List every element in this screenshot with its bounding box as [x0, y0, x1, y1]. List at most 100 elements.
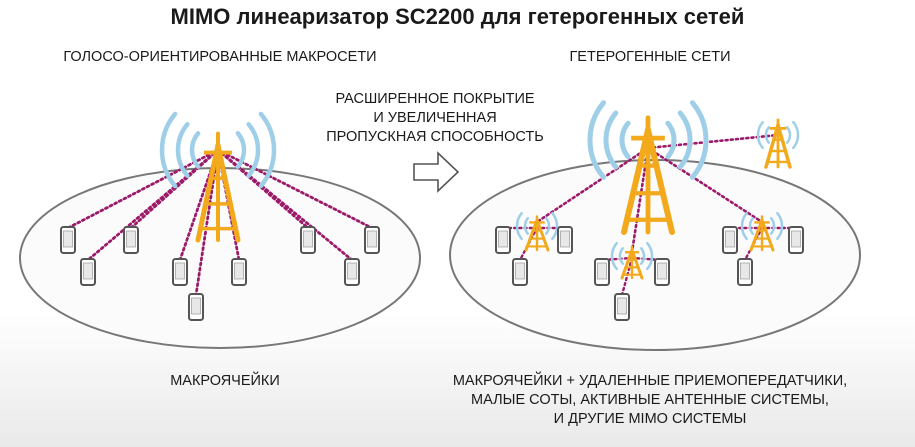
wave-arc: [189, 131, 201, 169]
phone-icon: [495, 226, 511, 254]
right-caption-line-1: МАКРОЯЧЕЙКИ + УДАЛЕННЫЕ ПРИЕМОПЕРЕДАТЧИК…: [452, 373, 848, 389]
transition-arrow-icon: [413, 151, 460, 193]
tower-leg: [195, 142, 221, 243]
wave-arc: [610, 241, 618, 271]
phone-screen: [657, 262, 667, 280]
small-cell-tower: [749, 215, 775, 252]
wave-arc: [258, 111, 277, 189]
tower-leg: [760, 218, 775, 252]
phone-screen: [617, 297, 627, 315]
phone-icon: [300, 226, 316, 254]
towers: [195, 115, 792, 280]
tower-leg: [524, 218, 539, 252]
phone-screen: [560, 230, 570, 248]
wave-arc: [175, 122, 190, 178]
tower-leg: [620, 248, 634, 280]
link-line: [216, 148, 354, 262]
wave-arc: [677, 110, 693, 170]
phone-icon: [737, 258, 753, 286]
phone-screen: [347, 262, 357, 280]
right-caption: МАКРОЯЧЕЙКИ + УДАЛЕННЫЕ ПРИЕМОПЕРЕДАТЧИК…: [410, 372, 890, 429]
tower-leg: [749, 218, 764, 252]
wave-arc: [665, 120, 677, 160]
small-cell-waves: [740, 211, 784, 241]
wave-arc: [246, 122, 261, 178]
small-cell-waves: [515, 211, 559, 241]
macro-tower-right: [621, 115, 675, 235]
macro-tower-left: [195, 131, 241, 243]
link-line: [646, 133, 780, 150]
link-line: [620, 256, 634, 297]
tower-leg: [764, 123, 780, 169]
tower-leg: [215, 142, 241, 243]
small-cell-tower: [620, 245, 644, 280]
wave-arc: [792, 120, 800, 150]
phone-icon: [594, 258, 610, 286]
phone-screen: [597, 262, 607, 280]
macro-waves-left: [159, 111, 277, 189]
wave-arc: [159, 111, 178, 189]
phone-icon: [722, 226, 738, 254]
phone-screen: [303, 230, 313, 248]
link-line: [86, 148, 220, 262]
wave-arc: [619, 120, 631, 160]
hetnet-area: [449, 159, 861, 351]
wave-arc: [740, 211, 748, 241]
right-heading: ГЕТЕРОГЕННЫЕ СЕТИ: [569, 49, 731, 65]
wave-arc: [689, 100, 709, 180]
phone-icon: [80, 258, 96, 286]
wave-arc: [785, 126, 792, 144]
hetnet-ellipse: [449, 159, 861, 351]
tower-leg: [776, 123, 792, 169]
phone-screen: [725, 230, 735, 248]
link-line: [129, 148, 220, 230]
phone-screen: [367, 230, 377, 248]
phone-icon: [654, 258, 670, 286]
phone-screen: [234, 262, 244, 280]
phone-icon: [614, 293, 630, 321]
wave-arc: [776, 211, 784, 241]
phone-icon: [512, 258, 528, 286]
transition-line-2: И УВЕЛИЧЕННАЯ: [373, 110, 497, 126]
phone-screen: [191, 297, 201, 315]
wave-arc: [587, 100, 607, 180]
tower-leg: [645, 127, 675, 235]
arrow-shape: [413, 151, 460, 193]
wave-arc: [748, 217, 755, 235]
tower-leg: [621, 127, 651, 235]
link-line: [178, 148, 220, 262]
diagram-title: MIMO линеаризатор SC2200 для гетерогенны…: [170, 4, 745, 29]
link-line: [535, 146, 650, 224]
link-line: [216, 148, 374, 230]
phone-icon: [172, 258, 188, 286]
wave-arc: [235, 131, 247, 169]
transition-line-1: РАСШИРЕННОЕ ПОКРЫТИЕ: [335, 91, 535, 107]
phone-screen: [175, 262, 185, 280]
phone-screen: [63, 230, 73, 248]
phones: [60, 226, 804, 321]
radio-waves: [159, 100, 800, 271]
remote-radio-tower: [764, 118, 792, 169]
phone-icon: [557, 226, 573, 254]
phone-icon: [231, 258, 247, 286]
wave-arc: [515, 211, 523, 241]
transition-text: РАСШИРЕННОЕ ПОКРЫТИЕ И УВЕЛИЧЕННАЯ ПРОПУ…: [300, 90, 570, 147]
macro-waves-right: [587, 100, 709, 180]
wave-arc: [551, 211, 559, 241]
tower-leg: [535, 218, 550, 252]
right-caption-line-2: МАЛЫЕ СОТЫ, АКТИВНЫЕ АНТЕННЫЕ СИСТЕМЫ,: [471, 392, 829, 408]
phone-icon: [188, 293, 204, 321]
remote-radio-waves: [756, 120, 800, 150]
small-cell-waves: [610, 241, 654, 271]
left-heading: ГОЛОСО-ОРИЕНТИРОВАННЫЕ МАКРОСЕТИ: [63, 49, 377, 65]
wave-arc: [618, 247, 625, 265]
phone-screen: [740, 262, 750, 280]
wave-arc: [603, 110, 619, 170]
wave-arc: [769, 217, 776, 235]
transition-line-3: ПРОПУСКНАЯ СПОСОБНОСТЬ: [326, 129, 544, 145]
phone-screen: [515, 262, 525, 280]
phone-icon: [60, 226, 76, 254]
wave-arc: [756, 120, 764, 150]
phone-icon: [364, 226, 380, 254]
